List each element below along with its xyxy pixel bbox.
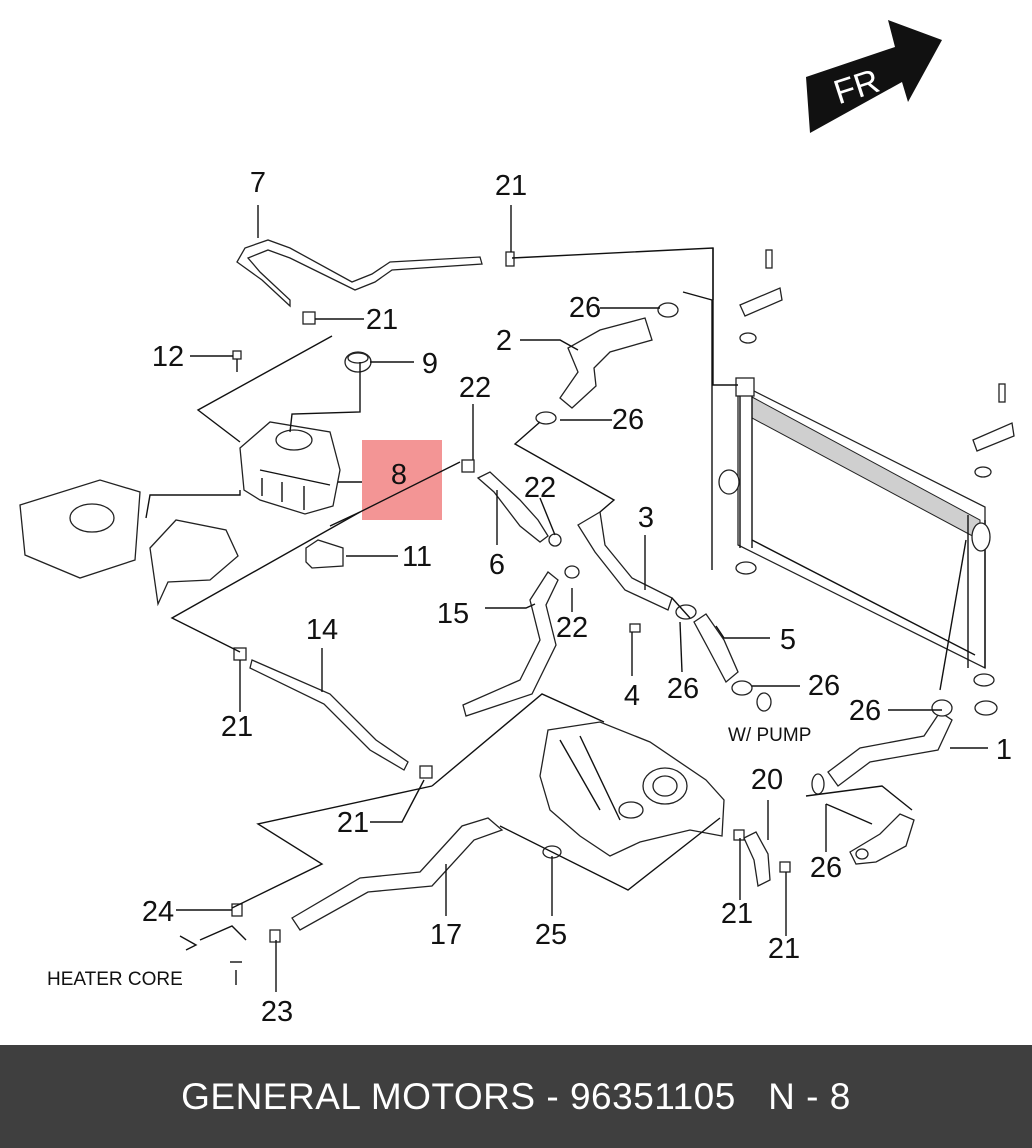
callout-26: 26 [667, 673, 699, 705]
hose-6 [476, 471, 549, 543]
parts-diagram: FR [19, 20, 1015, 1028]
callout-9: 9 [422, 348, 438, 380]
callout-1: 1 [996, 734, 1012, 766]
callout-8: 8 [391, 459, 407, 491]
callout-14: 14 [306, 614, 338, 646]
hose-5 [693, 613, 739, 684]
intake-manifold [539, 721, 725, 857]
callout-22: 22 [524, 472, 556, 504]
callout-21: 21 [721, 898, 753, 930]
callout-26: 26 [569, 292, 601, 324]
hose-1 [827, 711, 953, 787]
highlight-part-8 [362, 440, 442, 520]
callout-4: 4 [624, 680, 640, 712]
callout-15: 15 [437, 598, 469, 630]
fan-housing [19, 479, 239, 607]
hose-15 [462, 571, 559, 717]
callout-20: 20 [751, 764, 783, 796]
callout-26: 26 [849, 695, 881, 727]
callout-21: 21 [495, 170, 527, 202]
callout-3: 3 [638, 502, 654, 534]
callout-2: 2 [496, 325, 512, 357]
callout-26: 26 [808, 670, 840, 702]
hose-7 [236, 239, 483, 308]
heater-core-note: HEATER CORE [47, 969, 183, 990]
pump-note: W/ PUMP [728, 725, 811, 746]
thermostat-housing [811, 773, 915, 865]
footer-bar: GENERAL MOTORS - 96351105 N - 8 [0, 1045, 1032, 1148]
callout-11: 11 [402, 541, 432, 573]
hose-17 [291, 817, 504, 931]
callout-5: 5 [780, 624, 796, 656]
callout-26: 26 [612, 404, 644, 436]
callout-26: 26 [810, 852, 842, 884]
front-direction-arrow-icon: FR [806, 20, 942, 133]
callout-21: 21 [366, 304, 398, 336]
coolant-reservoir [239, 421, 341, 515]
callout-21: 21 [221, 711, 253, 743]
leader-lines [145, 205, 988, 992]
callout-22: 22 [556, 612, 588, 644]
callout-21: 21 [337, 807, 369, 839]
bracket-11 [305, 539, 344, 569]
reservoir-cap [344, 351, 372, 373]
callout-25: 25 [535, 919, 567, 951]
callout-labels: 7 21 21 12 9 26 2 22 26 8 22 3 11 6 15 2… [142, 167, 1012, 1028]
footer-part-reference: GENERAL MOTORS - 96351105 N - 8 [181, 1075, 851, 1117]
radiator [718, 249, 1015, 716]
hose-2 [559, 317, 653, 409]
hose-14 [249, 659, 409, 771]
callout-23: 23 [261, 996, 293, 1028]
callout-7: 7 [250, 167, 266, 199]
callout-6: 6 [489, 549, 505, 581]
bolt-12 [232, 350, 242, 372]
callout-12: 12 [152, 341, 184, 373]
callout-22: 22 [459, 372, 491, 404]
callout-24: 24 [142, 896, 174, 928]
callout-21: 21 [768, 933, 800, 965]
hose-20 [743, 831, 771, 887]
pipe-3 [577, 510, 673, 611]
callout-17: 17 [430, 919, 462, 951]
